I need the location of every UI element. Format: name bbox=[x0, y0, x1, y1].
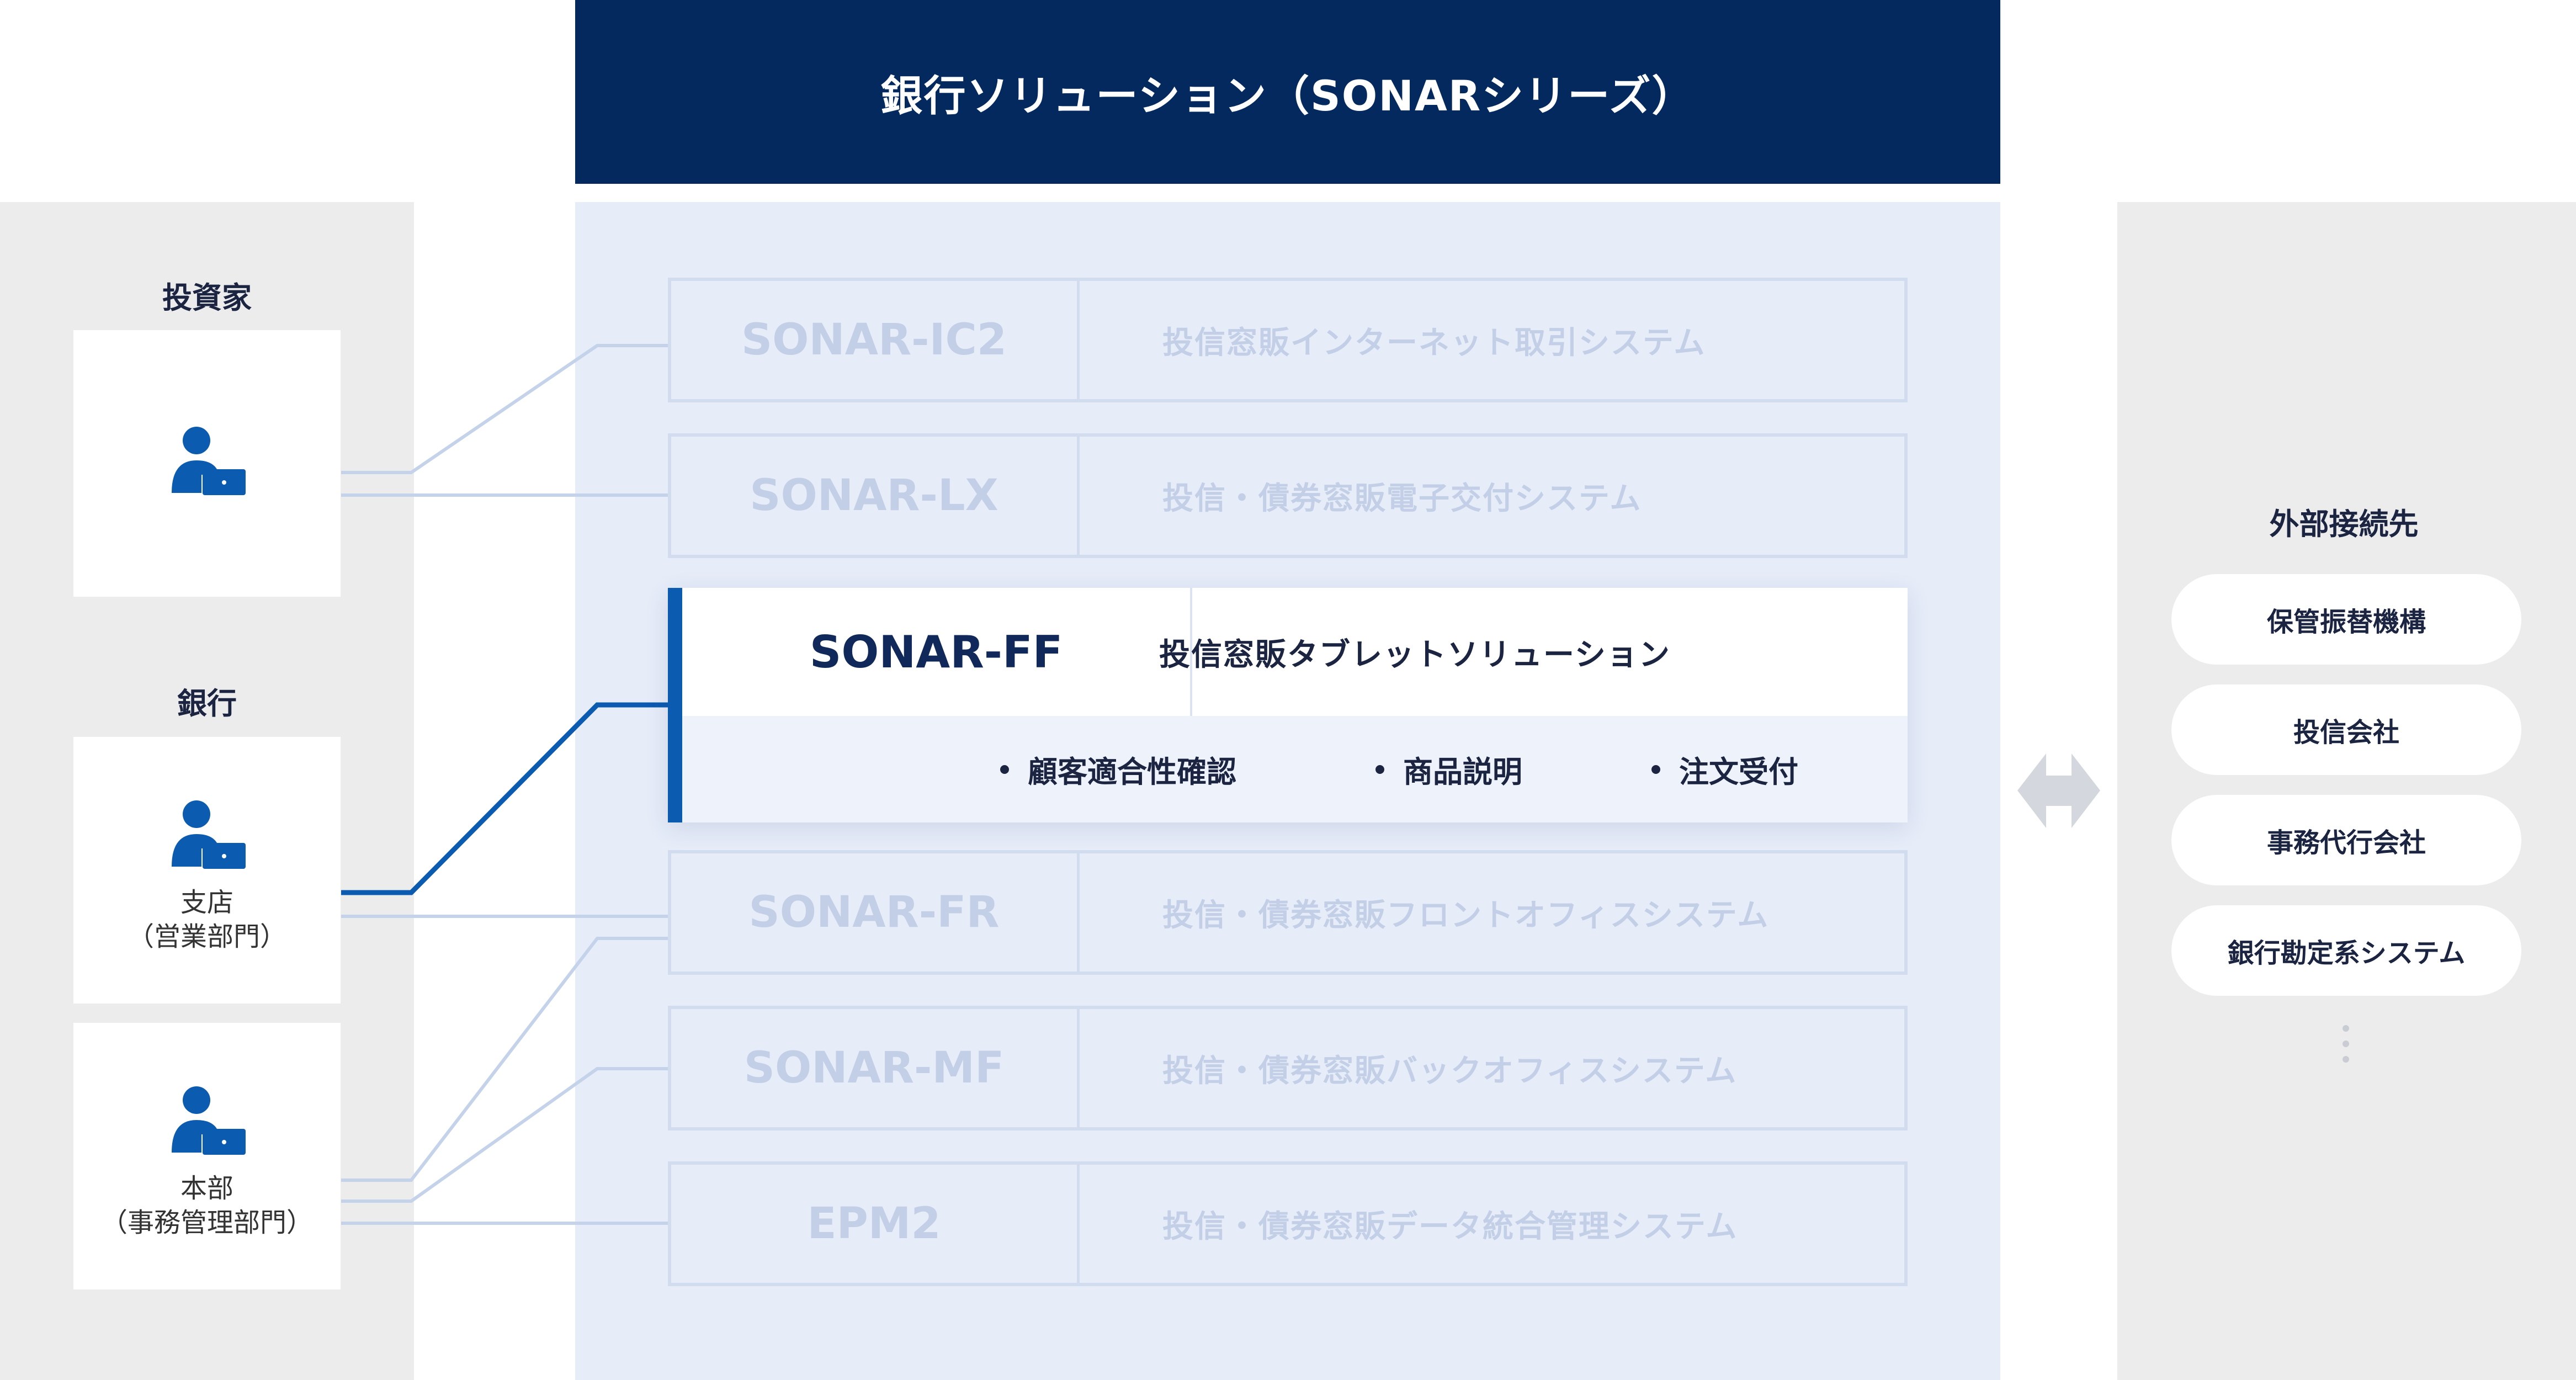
feature-item: 商品説明 bbox=[1375, 716, 1522, 822]
system-desc: 投信窓販インターネット取引システム bbox=[1162, 325, 1706, 361]
featured-system-ff: SONAR-FF 投信窓販タブレットソリューション 顧客適合性確認 商品説明 注… bbox=[668, 588, 1908, 822]
hq-card: 本部 （事務管理部門） bbox=[73, 1023, 341, 1289]
system-desc: 投信・債券窓販フロントオフィスシステム bbox=[1162, 897, 1770, 933]
system-row-ic2: SONAR-IC2 投信窓販インターネット取引システム bbox=[668, 278, 1908, 402]
featured-features: 顧客適合性確認 商品説明 注文受付 bbox=[682, 716, 1908, 822]
connector-branch-ff bbox=[341, 702, 668, 895]
right-panel bbox=[2117, 202, 2576, 1380]
system-row-lx: SONAR-LX 投信・債券窓販電子交付システム bbox=[668, 433, 1908, 558]
featured-desc: 投信窓販タブレットソリューション bbox=[1159, 636, 1671, 673]
bank-label: 銀行 bbox=[177, 686, 237, 721]
system-row-fr: SONAR-FR 投信・債券窓販フロントオフィスシステム bbox=[668, 850, 1908, 975]
system-code: SONAR-LX bbox=[671, 437, 1080, 555]
branch-card: 支店 （営業部門） bbox=[73, 737, 341, 1004]
system-desc: 投信・債券窓販バックオフィスシステム bbox=[1162, 1053, 1738, 1089]
system-row-mf: SONAR-MF 投信・債券窓販バックオフィスシステム bbox=[668, 1006, 1908, 1130]
hq-dept: （事務管理部門） bbox=[100, 1207, 313, 1238]
feature-item: 注文受付 bbox=[1651, 716, 1798, 822]
external-title: 外部接続先 bbox=[2269, 507, 2419, 542]
user-laptop-icon bbox=[172, 427, 246, 495]
system-desc: 投信・債券窓販データ統合管理システム bbox=[1162, 1208, 1738, 1245]
branch-name: 支店 bbox=[180, 887, 233, 918]
system-code: SONAR-IC2 bbox=[671, 281, 1080, 399]
external-item: 事務代行会社 bbox=[2171, 795, 2521, 885]
feature-item: 顧客適合性確認 bbox=[1000, 716, 1236, 822]
connector-hq-fr bbox=[341, 937, 668, 1182]
hq-name: 本部 bbox=[180, 1173, 233, 1204]
diagram-title: 銀行ソリューション（SONARシリーズ） bbox=[575, 0, 2000, 184]
connector-investor-ic2 bbox=[341, 344, 668, 474]
bullet-icon bbox=[1000, 765, 1009, 774]
connector-hq-mf bbox=[341, 1067, 668, 1203]
featured-code: SONAR-FF bbox=[682, 588, 1192, 716]
more-dots-icon bbox=[2343, 1025, 2349, 1063]
double-arrow-icon bbox=[2017, 753, 2100, 828]
user-laptop-icon bbox=[172, 1086, 246, 1155]
system-code: SONAR-FR bbox=[671, 853, 1080, 972]
system-code: EPM2 bbox=[671, 1165, 1080, 1283]
external-item: 保管振替機構 bbox=[2171, 574, 2521, 665]
external-item: 銀行勘定系システム bbox=[2171, 905, 2521, 996]
system-code: SONAR-MF bbox=[671, 1009, 1080, 1127]
user-laptop-icon bbox=[172, 800, 246, 869]
accent-bar bbox=[668, 588, 682, 822]
branch-dept: （営業部門） bbox=[127, 921, 286, 952]
bullet-icon bbox=[1651, 765, 1660, 774]
system-desc: 投信・債券窓販電子交付システム bbox=[1162, 480, 1642, 517]
system-row-epm2: EPM2 投信・債券窓販データ統合管理システム bbox=[668, 1161, 1908, 1286]
external-item: 投信会社 bbox=[2171, 684, 2521, 775]
investor-card bbox=[73, 330, 341, 597]
bullet-icon bbox=[1375, 765, 1384, 774]
investor-label: 投資家 bbox=[162, 280, 252, 315]
